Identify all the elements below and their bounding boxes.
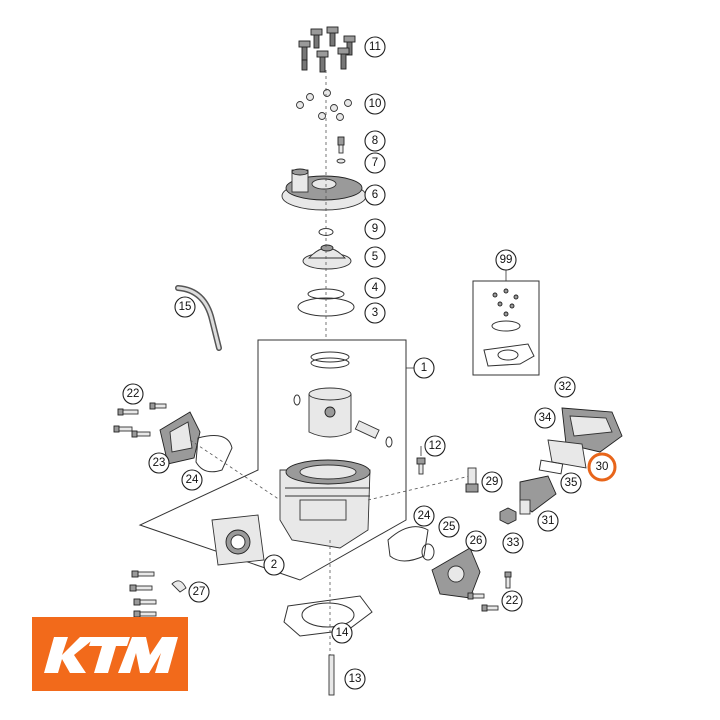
svg-text:31: 31	[542, 515, 555, 527]
nut-33	[499, 507, 517, 525]
svg-text:5: 5	[372, 251, 378, 263]
callout-30[interactable]: 30	[587, 452, 617, 482]
svg-text:8: 8	[372, 135, 378, 147]
svg-text:9: 9	[372, 223, 378, 235]
callout-33[interactable]: 33	[502, 532, 524, 554]
svg-text:23: 23	[153, 457, 166, 469]
svg-text:27: 27	[193, 586, 206, 598]
nipple-12	[416, 457, 426, 475]
ktm-logo-mark	[44, 637, 178, 673]
callout-22-left[interactable]: 22	[122, 383, 144, 405]
cover-26	[431, 547, 481, 599]
gasket-24-right	[387, 526, 429, 562]
svg-text:35: 35	[565, 477, 578, 489]
callout-2[interactable]: 2	[263, 554, 285, 576]
svg-text:13: 13	[349, 673, 362, 685]
base-gasket-14	[283, 595, 373, 637]
gasket-kit-contents	[483, 288, 535, 367]
callout-8[interactable]: 8	[364, 130, 386, 152]
exhaust-cover-23	[159, 411, 201, 465]
svg-text:3: 3	[372, 307, 378, 319]
svg-text:10: 10	[369, 98, 382, 110]
assembly-dashes	[189, 70, 471, 655]
callout-26[interactable]: 26	[465, 530, 487, 552]
cylinder-head-insert	[302, 244, 352, 270]
callout-3[interactable]: 3	[364, 302, 386, 324]
svg-text:6: 6	[372, 189, 378, 201]
svg-text:24: 24	[186, 474, 199, 486]
svg-text:24: 24	[418, 510, 431, 522]
svg-text:12: 12	[429, 440, 442, 452]
gasket-kit-box	[472, 280, 540, 376]
piston	[308, 387, 352, 438]
svg-text:11: 11	[369, 41, 381, 53]
callout-11[interactable]: 11	[364, 36, 386, 58]
callout-7[interactable]: 7	[364, 152, 386, 174]
screws-22-left	[113, 402, 167, 438]
svg-text:26: 26	[470, 535, 483, 547]
gasket-35	[538, 459, 564, 475]
callout-12[interactable]: 12	[424, 435, 446, 457]
svg-text:15: 15	[179, 301, 192, 313]
svg-text:1: 1	[421, 362, 427, 374]
callout-27[interactable]: 27	[188, 581, 210, 603]
svg-text:33: 33	[507, 537, 520, 549]
head-bolts	[298, 26, 356, 73]
callout-34[interactable]: 34	[534, 407, 556, 429]
callout-24-right[interactable]: 24	[413, 505, 435, 527]
sensor-29	[465, 467, 479, 493]
callout-35[interactable]: 35	[560, 472, 582, 494]
callout-1[interactable]: 1	[413, 357, 435, 379]
svg-text:34: 34	[539, 412, 552, 424]
svg-text:22: 22	[506, 595, 519, 607]
screws-22-right	[467, 571, 512, 612]
callout-24-left[interactable]: 24	[181, 469, 203, 491]
svg-text:4: 4	[372, 282, 379, 294]
callout-13[interactable]: 13	[344, 668, 366, 690]
callout-9[interactable]: 9	[364, 218, 386, 240]
callout-6[interactable]: 6	[364, 184, 386, 206]
callout-23[interactable]: 23	[148, 452, 170, 474]
callout-10[interactable]: 10	[364, 93, 386, 115]
callout-29[interactable]: 29	[481, 471, 503, 493]
svg-text:25: 25	[443, 521, 456, 533]
valve-housing-34	[547, 407, 623, 469]
callout-5[interactable]: 5	[364, 246, 386, 268]
stud-13	[328, 654, 335, 696]
cylinder	[279, 459, 371, 549]
screw-8	[337, 136, 345, 154]
svg-text:29: 29	[486, 476, 499, 488]
svg-text:7: 7	[372, 157, 378, 169]
cylinder-head	[281, 168, 367, 211]
svg-text:30: 30	[596, 461, 609, 473]
callout-32[interactable]: 32	[554, 376, 576, 398]
piston-rings	[310, 351, 350, 369]
seal-ring-25	[421, 543, 435, 561]
svg-text:99: 99	[500, 254, 513, 266]
callout-99[interactable]: 99	[495, 249, 517, 271]
washers	[296, 89, 352, 121]
screws-27-area	[129, 570, 187, 618]
gasket-24-left	[195, 435, 233, 473]
exhaust-flange	[211, 514, 265, 566]
callout-22-right[interactable]: 22	[501, 590, 523, 612]
callout-15[interactable]: 15	[174, 296, 196, 318]
piston-clip-right	[385, 436, 393, 448]
svg-text:32: 32	[559, 381, 572, 393]
valve-control-31	[519, 475, 557, 515]
piston-pin	[354, 420, 380, 439]
callout-14[interactable]: 14	[331, 622, 353, 644]
svg-text:22: 22	[127, 388, 140, 400]
cylinder-assembly-outline	[138, 339, 407, 581]
svg-text:14: 14	[336, 627, 349, 639]
callout-31[interactable]: 31	[537, 510, 559, 532]
callout-4[interactable]: 4	[364, 277, 386, 299]
svg-text:2: 2	[271, 559, 277, 571]
piston-clip-left	[293, 394, 301, 406]
callout-25[interactable]: 25	[438, 516, 460, 538]
ktm-logo	[32, 617, 188, 691]
seal-ring-7	[336, 158, 346, 164]
